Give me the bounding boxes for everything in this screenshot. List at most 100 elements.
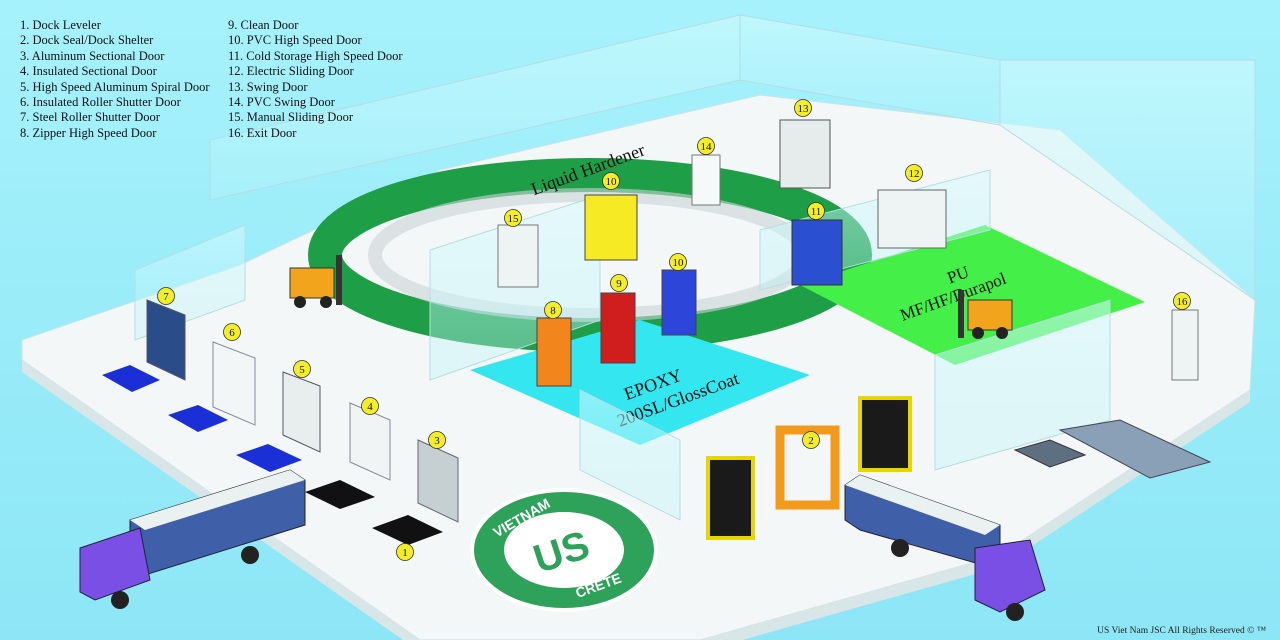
badge-circle [802, 431, 820, 449]
legend-item: 6. Insulated Roller Shutter Door [20, 95, 181, 110]
badge-number: 14 [701, 141, 713, 153]
badge-circle [1173, 292, 1191, 310]
badge-number: 9 [616, 278, 622, 290]
pvc-high-speed-door-yellow [584, 194, 638, 261]
conveyor [1058, 419, 1212, 479]
badge-circle [396, 543, 414, 561]
forklift-mast [958, 290, 964, 338]
truck-wheel [241, 546, 259, 564]
dock-leveler [168, 405, 228, 432]
door-number-badge: 9 [610, 274, 628, 292]
badge-number: 16 [1177, 296, 1189, 308]
door-number-badge: 5 [293, 360, 311, 378]
door-number-badge: 12 [905, 164, 923, 182]
truck-wheel [111, 591, 129, 609]
door-number-badge: 16 [1173, 292, 1191, 310]
forklift-body [289, 267, 335, 299]
dock-seal [775, 425, 840, 510]
cold-storage-door [791, 219, 843, 286]
badge-number: 1 [402, 547, 408, 559]
partition-front [579, 389, 681, 521]
badge-number: 13 [798, 103, 810, 115]
badge-circle [504, 209, 522, 227]
legend-item: 9. Clean Door [228, 18, 299, 32]
truck-trailer-roof [845, 475, 1000, 535]
badge-circle [807, 202, 825, 220]
logo-registered: ® [593, 494, 606, 514]
badge-circle [223, 323, 241, 341]
door-number-badge: 2 [802, 431, 820, 449]
badge-number: 5 [299, 364, 305, 376]
copyright-notice: US Viet Nam JSC All Rights Reserved © ™ [1097, 626, 1266, 636]
badge-number: 12 [909, 168, 920, 180]
badge-circle [697, 137, 715, 155]
legend-item: 7. Steel Roller Shutter Door [20, 110, 160, 125]
door-number-badge: 3 [428, 431, 446, 449]
pvc-swing-door [691, 154, 721, 206]
forklift-body [967, 299, 1013, 331]
legend-item: 8. Zipper High Speed Door [20, 125, 157, 140]
badge-circle [157, 287, 175, 305]
forklift-wheel [320, 296, 332, 308]
truck-trailer-roof [130, 470, 305, 530]
pvc-high-speed-door [661, 269, 697, 336]
legend-item: 5. High Speed Aluminum Spiral Door [20, 79, 210, 94]
door-number-badge: 10 [669, 253, 687, 271]
badge-circle [602, 172, 620, 190]
forklift-right [958, 290, 1013, 339]
door-number-badge: 15 [504, 209, 522, 227]
badge-number: 10 [606, 176, 618, 188]
legend-item: 13. Swing Door [228, 79, 308, 94]
legend-item: 16. Exit Door [228, 125, 297, 140]
badge-circle [361, 397, 379, 415]
badge-number: 7 [163, 291, 169, 303]
door-number-badge: 4 [361, 397, 379, 415]
legend-item: 4. Insulated Sectional Door [20, 64, 157, 79]
forklift-wheel [294, 296, 306, 308]
badge-circle [669, 253, 687, 271]
truck-cab [974, 539, 1046, 613]
dock-leveler [236, 444, 302, 472]
badge-circle [428, 431, 446, 449]
doors-left [146, 299, 459, 523]
forklift-wheel [996, 327, 1008, 339]
truck-wheel [1006, 603, 1024, 621]
doors-interior [497, 119, 1199, 387]
badge-circle [794, 99, 812, 117]
door-number-badge: 1 [396, 543, 414, 561]
truck-right [844, 474, 1046, 621]
door-number-badge: 7 [157, 287, 175, 305]
badge-number: 11 [811, 206, 822, 218]
dock-leveler [372, 515, 443, 545]
legend-item: 14. PVC Swing Door [228, 95, 335, 110]
legend-item: 1. Dock Leveler [20, 18, 101, 32]
logo-inner [504, 512, 624, 588]
partition-room [934, 299, 1111, 471]
aluminum-sectional-door [417, 439, 459, 523]
badge-number: 15 [508, 213, 520, 225]
manual-sliding-door [497, 224, 539, 288]
badge-number: 6 [229, 327, 235, 339]
badge-number: 3 [434, 435, 440, 447]
insulated-sectional-door [349, 402, 391, 481]
legend-item: 11. Cold Storage High Speed Door [228, 48, 403, 63]
legend-item: 12. Electric Sliding Door [228, 64, 354, 79]
truck-cab [79, 527, 151, 601]
dock-shelter [858, 396, 912, 472]
zipper-high-speed-door [536, 317, 572, 387]
steel-roller-shutter-door [146, 299, 186, 381]
dock-leveler [305, 480, 375, 509]
exit-door [1171, 309, 1199, 381]
truck-left [79, 469, 306, 609]
forklift-wheel [972, 327, 984, 339]
dock-leveler [102, 365, 160, 392]
legend-item: 3. Aluminum Sectional Door [20, 48, 165, 63]
badge-circle [905, 164, 923, 182]
truck-wheel [891, 539, 909, 557]
dock-shelter [706, 456, 755, 540]
legend-item: 15. Manual Sliding Door [228, 110, 353, 125]
badge-circle [544, 301, 562, 319]
